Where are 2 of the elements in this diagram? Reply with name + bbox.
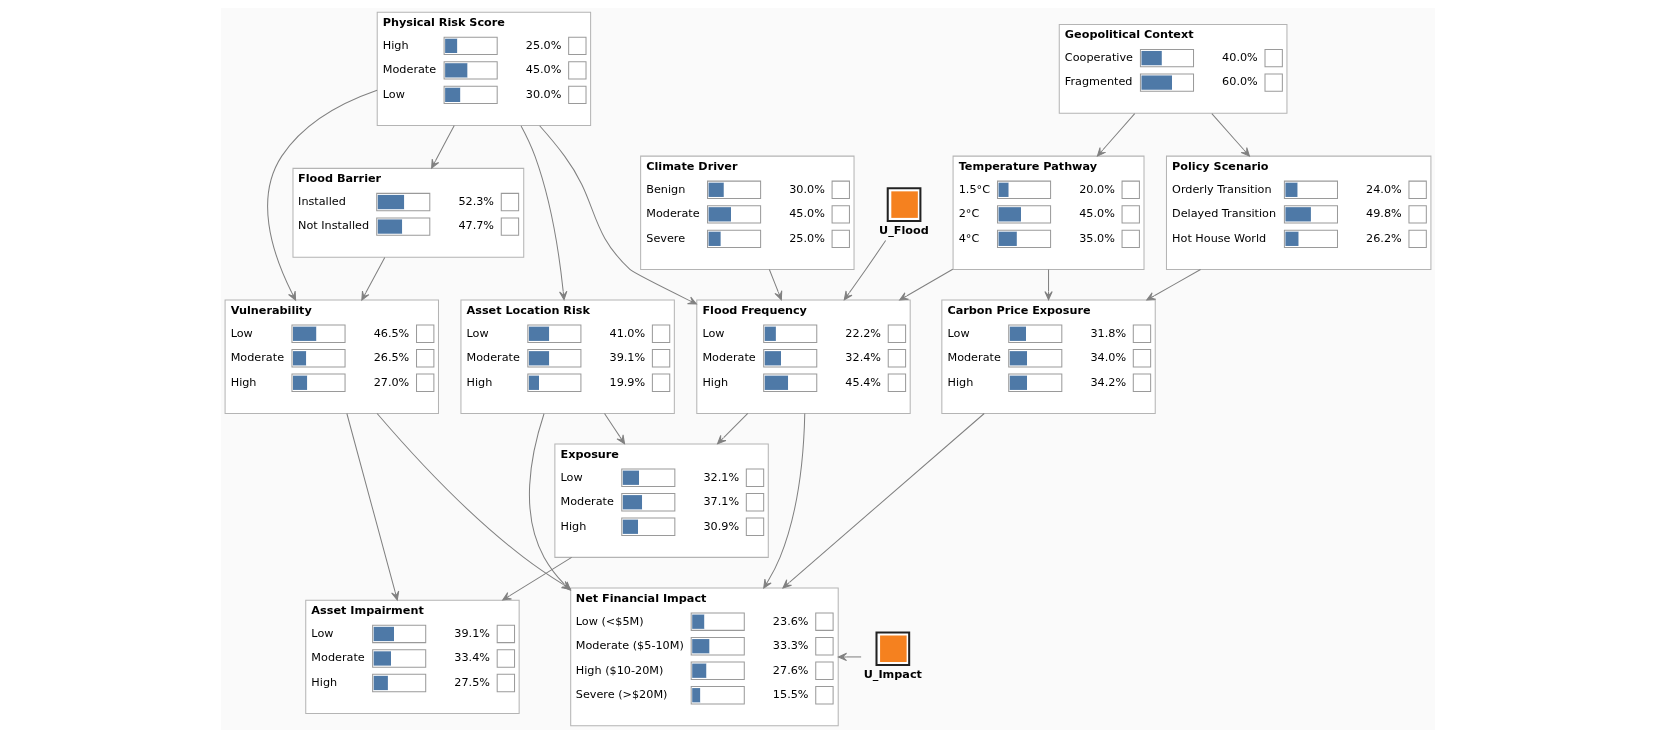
node-label: U_Flood <box>879 224 929 238</box>
node-label: U_Impact <box>863 668 922 682</box>
